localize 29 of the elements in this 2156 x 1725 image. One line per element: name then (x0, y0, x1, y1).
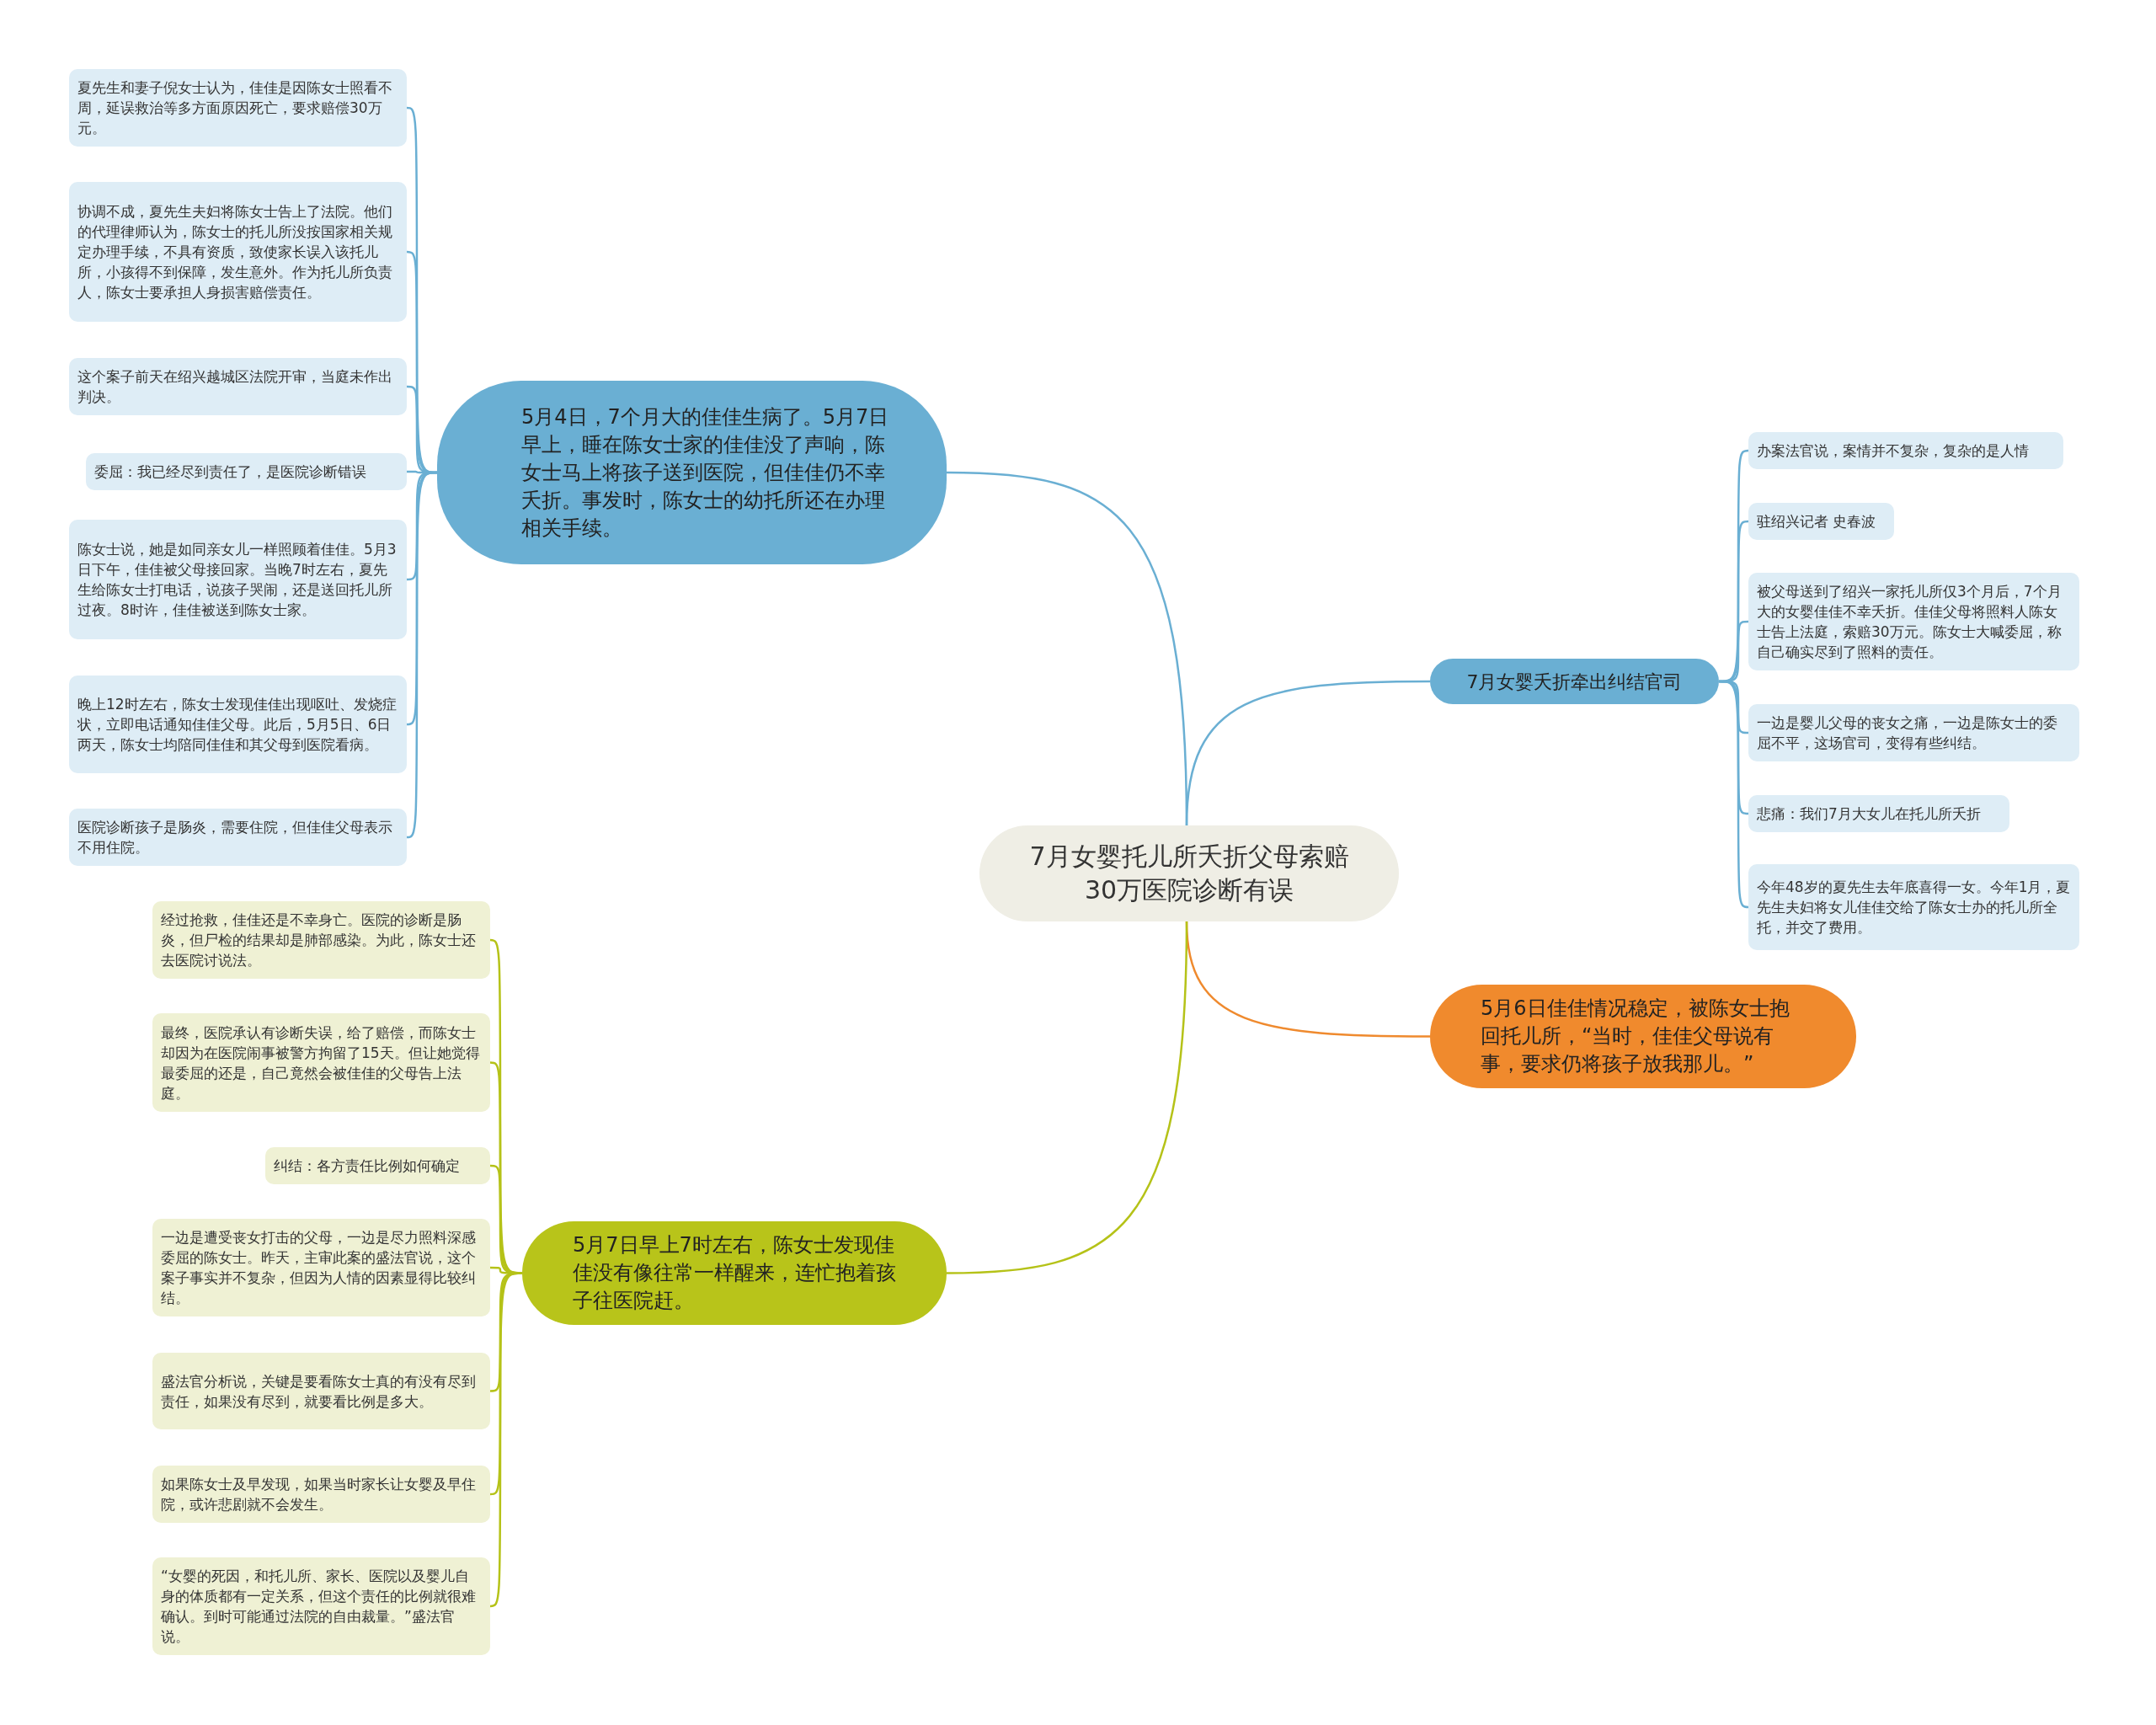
central-topic: 7月女婴托儿所夭折父母索赔30万医院诊断有误 (979, 825, 1399, 921)
leaf-topic: 晚上12时左右，陈女士发现佳佳出现呕吐、发烧症状，立即电话通知佳佳父母。此后，5月5日、6日两天，陈女士均陪同佳佳和其父母到医院看病。 (69, 676, 407, 773)
leaf-topic: 如果陈女士及早发现，如果当时家长让女婴及早住院，或许悲剧就不会发生。 (152, 1466, 490, 1523)
leaf-topic: 被父母送到了绍兴一家托儿所仅3个月后，7个月大的女婴佳佳不幸夭折。佳佳父母将照料人陈女士告上法庭，索赔30万元。陈女士大喊委屈，称自己确实尽到了照料的责任。 (1748, 573, 2079, 670)
leaf-topic: 经过抢救，佳佳还是不幸身亡。医院的诊断是肠炎，但尸检的结果却是肺部感染。为此，陈女士还去医院讨说法。 (152, 901, 490, 979)
branch-topic: 5月7日早上7时左右，陈女士发现佳佳没有像往常一样醒来，连忙抱着孩子往医院赶。 (522, 1221, 947, 1325)
connector-line (406, 471, 438, 839)
connector-line (946, 921, 1188, 1274)
branch-topic: 7月女婴夭折牵出纠结官司 (1430, 659, 1719, 704)
leaf-topic: 陈女士说，她是如同亲女儿一样照顾着佳佳。5月3日下午，佳佳被父母接回家。当晚7时左右，夏先生给陈女士打电话，说孩子哭闹，还是送回托儿所过夜。8时许，佳佳被送到陈女士家。 (69, 520, 407, 639)
connector-line (1185, 680, 1430, 826)
leaf-topic: 盛法官分析说，关键是要看陈女士真的有没有尽到责任，如果没有尽到，就要看比例是多大。 (152, 1353, 490, 1429)
branch-topic: 5月6日佳佳情况稳定，被陈女士抱回托儿所，“当时，佳佳父母说有事，要求仍将孩子放我那儿。” (1430, 985, 1856, 1088)
leaf-topic: 一边是遭受丧女打击的父母，一边是尽力照料深感委屈的陈女士。昨天，主审此案的盛法官说，这个案子事实并不复杂，但因为人情的因素显得比较纠结。 (152, 1219, 490, 1316)
leaf-topic: 悲痛：我们7月大女儿在托儿所夭折 (1748, 795, 2009, 832)
leaf-topic: 驻绍兴记者 史春波 (1748, 503, 1894, 540)
leaf-topic: 这个案子前天在绍兴越城区法院开审，当庭未作出判决。 (69, 358, 407, 415)
leaf-topic: 今年48岁的夏先生去年底喜得一女。今年1月，夏先生夫妇将女儿佳佳交给了陈女士办的托儿所全托，并交了费用。 (1748, 864, 2079, 950)
leaf-topic: 医院诊断孩子是肠炎，需要住院，但佳佳父母表示不用住院。 (69, 809, 407, 866)
leaf-topic: 办案法官说，案情并不复杂，复杂的是人情 (1748, 432, 2063, 469)
connector-line (1719, 680, 1749, 909)
leaf-topic: 夏先生和妻子倪女士认为，佳佳是因陈女士照看不周，延误救治等多方面原因死亡，要求赔偿30万元。 (69, 69, 407, 147)
leaf-topic: 一边是婴儿父母的丧女之痛，一边是陈女士的委屈不平，这场官司，变得有些纠结。 (1748, 704, 2079, 761)
leaf-topic: 协调不成，夏先生夫妇将陈女士告上了法院。他们的代理律师认为，陈女士的托儿所没按国家相关规定办理手续，不具有资质，致使家长误入该托儿所，小孩得不到保障，发生意外。作为托儿所负责人，陈女士要承担人身损害赔偿责任。 (69, 182, 407, 322)
leaf-topic: 最终，医院承认有诊断失误，给了赔偿，而陈女士却因为在医院闹事被警方拘留了15天。但让她觉得最委屈的还是，自己竟然会被佳佳的父母告上法庭。 (152, 1013, 490, 1112)
branch-topic: 5月4日，7个月大的佳佳生病了。5月7日早上，睡在陈女士家的佳佳没了声响，陈女士马上将孩子送到医院，但佳佳仍不幸夭折。事发时，陈女士的幼托所还在办理相关手续。 (437, 381, 947, 564)
leaf-topic: “女婴的死因，和托儿所、家长、医院以及婴儿自身的体质都有一定关系，但这个责任的比例就很难确认。到时可能通过法院的自由裁量。”盛法官说。 (152, 1557, 490, 1655)
leaf-topic: 委屈：我已经尽到责任了，是医院诊断错误 (86, 453, 407, 490)
leaf-topic: 纠结：各方责任比例如何确定 (265, 1147, 490, 1184)
